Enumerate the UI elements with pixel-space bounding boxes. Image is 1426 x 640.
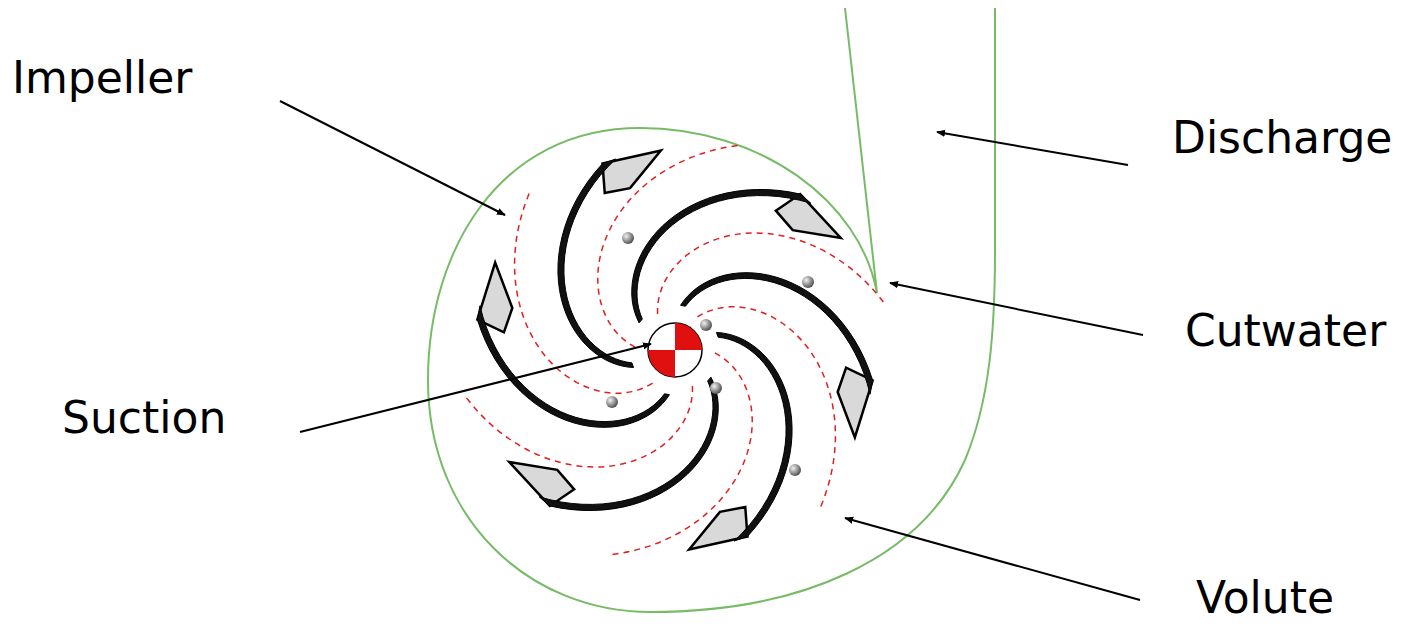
leader-line [300, 344, 651, 432]
blade-tip [603, 151, 661, 194]
fluid-particle [622, 232, 634, 244]
impeller-vane [539, 377, 718, 510]
fluid-particles [606, 232, 814, 476]
fluid-particle [710, 382, 722, 394]
flow-line [658, 233, 885, 314]
leader-line [937, 132, 1128, 165]
leader-line [890, 283, 1143, 335]
impeller-vane [681, 273, 873, 395]
leader-line [845, 518, 1140, 600]
flow-line [465, 386, 692, 467]
part-label: Volute [1196, 572, 1334, 625]
fluid-particle [606, 396, 618, 408]
flow-lines [465, 145, 885, 555]
fluid-particle [700, 319, 712, 331]
flow-line [610, 353, 752, 555]
flow-line [598, 145, 740, 347]
part-label: Cutwater [1185, 305, 1386, 358]
volute-casing [428, 8, 995, 612]
impeller-vane [632, 190, 811, 323]
part-label: Suction [62, 392, 226, 445]
hub-quadrant [648, 350, 675, 377]
suction-eye [648, 323, 702, 377]
impeller-vane [558, 159, 634, 368]
part-label: Discharge [1172, 112, 1392, 165]
fluid-particle [802, 276, 814, 288]
blade-tip [689, 507, 747, 550]
fluid-particle [789, 464, 801, 476]
part-label: Impeller [12, 52, 192, 105]
impeller-blades [477, 151, 872, 550]
impeller-vane [716, 332, 792, 541]
hub-quadrant [675, 323, 702, 350]
leader-line [280, 101, 505, 215]
